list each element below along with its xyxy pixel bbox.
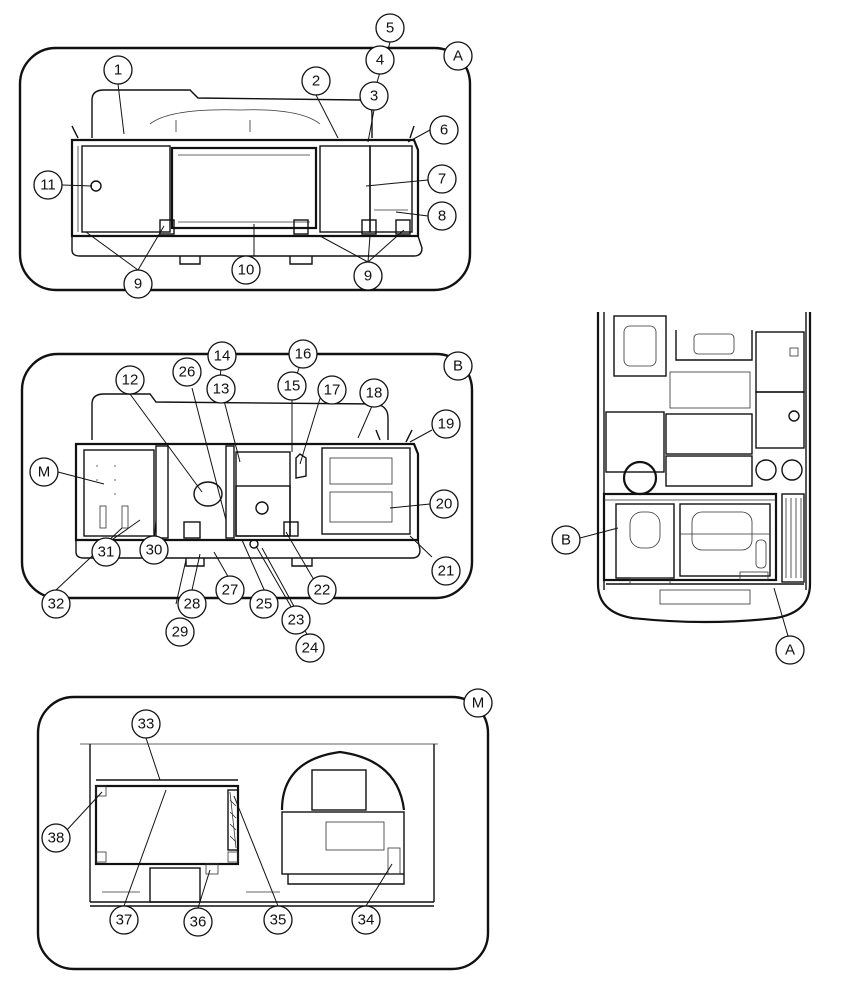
svg-text:6: 6 — [440, 122, 448, 139]
svg-text:M: M — [38, 464, 51, 481]
callout-10: 10 — [231, 255, 261, 285]
callout-38: 38 — [41, 823, 71, 853]
svg-text:A: A — [785, 642, 795, 659]
svg-text:14: 14 — [214, 348, 231, 365]
callout-37: 37 — [109, 905, 139, 935]
svg-text:15: 15 — [284, 378, 301, 395]
callout-16: 16 — [288, 339, 318, 369]
callout-6: 6 — [429, 115, 459, 145]
svg-text:38: 38 — [48, 830, 65, 847]
svg-text:27: 27 — [222, 582, 239, 599]
callout-21: 21 — [431, 556, 461, 586]
callout-11: 11 — [33, 170, 63, 200]
callout-view-b: B — [443, 351, 473, 381]
callout-31: 31 — [91, 537, 121, 567]
callout-28: 28 — [177, 589, 207, 619]
callout-26: 26 — [172, 357, 202, 387]
callout-35: 35 — [263, 905, 293, 935]
svg-text:2: 2 — [312, 73, 320, 90]
svg-text:37: 37 — [116, 912, 133, 929]
callout-19: 19 — [431, 409, 461, 439]
svg-text:24: 24 — [302, 640, 319, 657]
svg-text:29: 29 — [172, 624, 189, 641]
callout-36: 36 — [183, 907, 213, 937]
callout-30: 30 — [139, 535, 169, 565]
svg-text:19: 19 — [438, 416, 455, 433]
svg-text:18: 18 — [366, 385, 383, 402]
callout-32: 32 — [41, 589, 71, 619]
callout-12: 12 — [115, 365, 145, 395]
svg-text:B: B — [561, 532, 571, 549]
callout-9-right: 9 — [353, 261, 383, 291]
svg-text:B: B — [453, 358, 463, 375]
callout-20: 20 — [429, 489, 459, 519]
svg-text:9: 9 — [134, 276, 142, 293]
svg-text:4: 4 — [376, 52, 384, 69]
callout-1: 1 — [103, 55, 133, 85]
svg-text:32: 32 — [48, 596, 65, 613]
callout-15: 15 — [277, 371, 307, 401]
leader-lines — [55, 41, 433, 909]
callouts: A 1 2 3 4 5 6 7 8 9 9 10 11 B 12 13 14 1… — [29, 13, 805, 937]
callout-18: 18 — [359, 378, 389, 408]
svg-text:33: 33 — [138, 716, 155, 733]
svg-text:9: 9 — [364, 268, 372, 285]
callout-overview-b: B — [551, 525, 581, 555]
svg-text:35: 35 — [270, 912, 287, 929]
callout-9-left: 9 — [123, 269, 153, 299]
svg-text:36: 36 — [190, 914, 207, 931]
callout-23: 23 — [281, 605, 311, 635]
callout-5: 5 — [375, 13, 405, 43]
callout-25: 25 — [249, 589, 279, 619]
callout-14: 14 — [207, 341, 237, 371]
callout-overview-a: A — [775, 635, 805, 665]
svg-text:23: 23 — [288, 612, 305, 629]
svg-text:17: 17 — [324, 382, 341, 399]
svg-text:5: 5 — [386, 20, 394, 37]
view-b-panel — [20, 352, 474, 600]
svg-text:21: 21 — [438, 563, 455, 580]
callout-33: 33 — [131, 709, 161, 739]
callout-3: 3 — [359, 81, 389, 111]
svg-text:28: 28 — [184, 596, 201, 613]
svg-text:26: 26 — [179, 364, 196, 381]
svg-text:8: 8 — [438, 208, 446, 225]
svg-text:12: 12 — [122, 372, 139, 389]
callout-24: 24 — [295, 633, 325, 663]
svg-text:11: 11 — [40, 177, 56, 194]
svg-text:30: 30 — [146, 542, 163, 559]
callout-22: 22 — [307, 575, 337, 605]
callout-2: 2 — [301, 66, 331, 96]
svg-text:7: 7 — [438, 171, 446, 188]
svg-text:13: 13 — [213, 381, 230, 398]
machine-overview — [579, 312, 812, 637]
callout-view-m: M — [463, 688, 493, 718]
callout-m-ref: M — [29, 457, 59, 487]
svg-text:34: 34 — [358, 912, 375, 929]
callout-17: 17 — [317, 375, 347, 405]
svg-text:22: 22 — [314, 582, 331, 599]
callout-13: 13 — [206, 374, 236, 404]
svg-text:10: 10 — [238, 262, 255, 279]
svg-text:1: 1 — [114, 62, 122, 79]
view-a-panel — [18, 46, 472, 292]
callout-4: 4 — [365, 45, 395, 75]
callout-27: 27 — [215, 575, 245, 605]
svg-text:3: 3 — [370, 88, 378, 105]
callout-29: 29 — [165, 617, 195, 647]
svg-text:16: 16 — [295, 346, 312, 363]
callout-view-a: A — [443, 41, 473, 71]
svg-text:M: M — [472, 695, 485, 712]
callout-34: 34 — [351, 905, 381, 935]
svg-text:A: A — [453, 48, 463, 65]
svg-text:25: 25 — [256, 596, 273, 613]
callout-7: 7 — [427, 164, 457, 194]
view-m-panel — [36, 695, 490, 971]
svg-text:31: 31 — [98, 544, 115, 561]
svg-text:20: 20 — [436, 496, 453, 513]
callout-8: 8 — [427, 201, 457, 231]
